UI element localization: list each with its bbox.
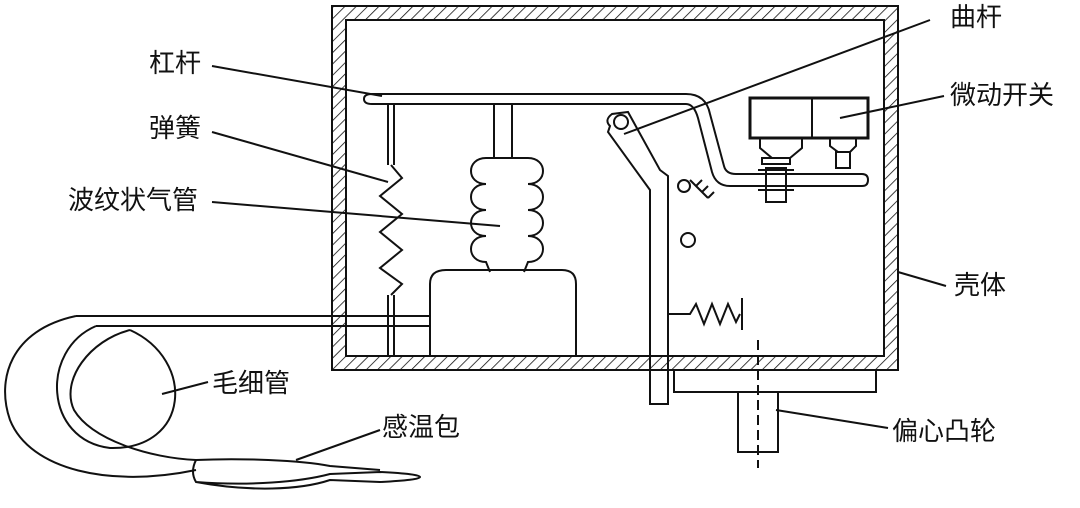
capillary-inlet (76, 315, 430, 327)
label-housing: 壳体 (954, 271, 1006, 301)
label-cam: 偏心凸轮 (892, 417, 996, 447)
lever (362, 93, 870, 187)
label-microswitch: 微动开关 (950, 81, 1054, 111)
spring-support (387, 104, 395, 356)
bellows (470, 157, 544, 273)
label-lever: 杠杆 (149, 49, 201, 79)
bellows-rod (493, 104, 513, 158)
label-capillary: 毛细管 (212, 369, 290, 399)
spring (378, 164, 404, 296)
label-spring: 弹簧 (149, 114, 201, 144)
label-bellows: 波纹状气管 (68, 186, 198, 216)
bellows-chamber (429, 269, 577, 356)
label-crank: 曲杆 (950, 3, 1002, 33)
return-spring (668, 301, 741, 327)
housing (331, 5, 899, 371)
eccentric-cam (737, 340, 779, 468)
sensing-bulb (192, 458, 422, 490)
microswitch (748, 96, 870, 203)
label-sensing-bulb: 感温包 (382, 413, 460, 443)
base-plate (673, 369, 877, 393)
capillary (4, 315, 197, 478)
leader-lines (161, 19, 947, 461)
crank (606, 110, 715, 405)
